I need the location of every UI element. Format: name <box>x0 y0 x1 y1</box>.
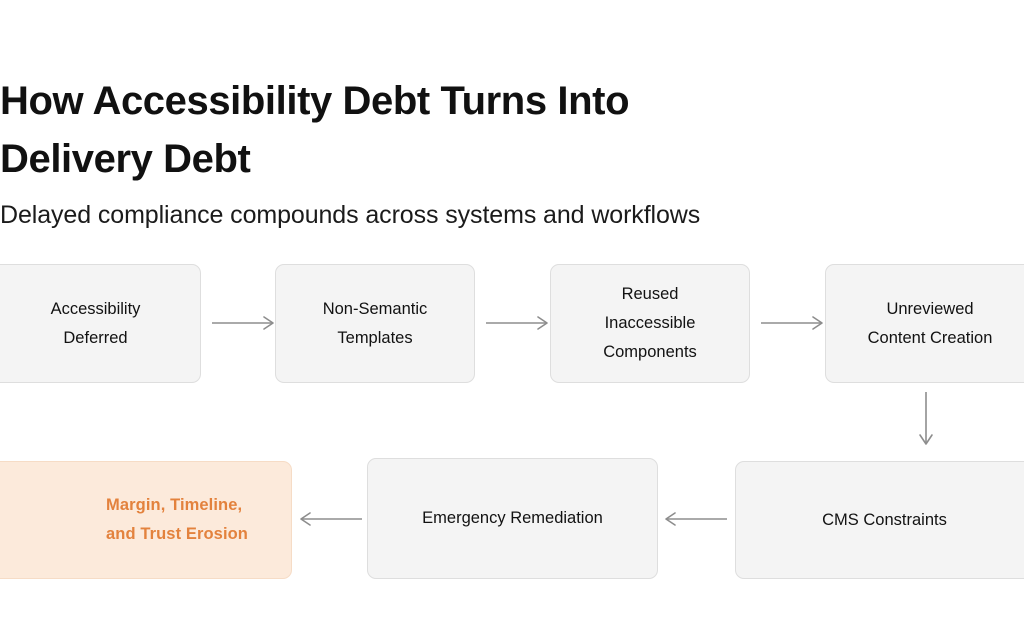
flow-node-unreviewed-content-creation[interactable]: Unreviewed Content Creation <box>825 264 1024 383</box>
flow-node-label: Unreviewed Content Creation <box>867 299 993 347</box>
flow-node-label: Emergency Remediation <box>422 509 603 527</box>
arrow-left-icon <box>300 508 362 530</box>
flow-node-label: Accessibility Deferred <box>50 299 141 347</box>
arrow-right-icon <box>486 312 550 334</box>
flow-node-accessibility-deferred[interactable]: Accessibility Deferred <box>0 264 201 383</box>
arrow-right-icon <box>761 312 825 334</box>
page-title: How Accessibility Debt Turns Into Delive… <box>0 78 630 181</box>
flow-node-emergency-remediation[interactable]: Emergency Remediation <box>367 458 658 579</box>
flow-node-label: CMS Constraints <box>822 510 947 529</box>
flow-node-label: Non-Semantic Templates <box>322 299 428 347</box>
flow-node-margin-timeline-trust-erosion[interactable]: Margin, Timeline, and Trust Erosion <box>0 461 292 579</box>
flow-node-cms-constraints[interactable]: CMS Constraints <box>735 461 1024 579</box>
flow-node-reused-inaccessible-components[interactable]: Reused Inaccessible Components <box>550 264 750 383</box>
page-subtitle: Delayed compliance compounds across syst… <box>0 201 701 229</box>
arrow-right-icon <box>212 312 276 334</box>
flow-node-label: Reused Inaccessible Components <box>603 285 697 361</box>
arrow-left-icon <box>665 508 727 530</box>
flow-node-label: Margin, Timeline, and Trust Erosion <box>106 496 248 543</box>
flow-node-non-semantic-templates[interactable]: Non-Semantic Templates <box>275 264 475 383</box>
arrow-down-icon <box>915 392 937 448</box>
